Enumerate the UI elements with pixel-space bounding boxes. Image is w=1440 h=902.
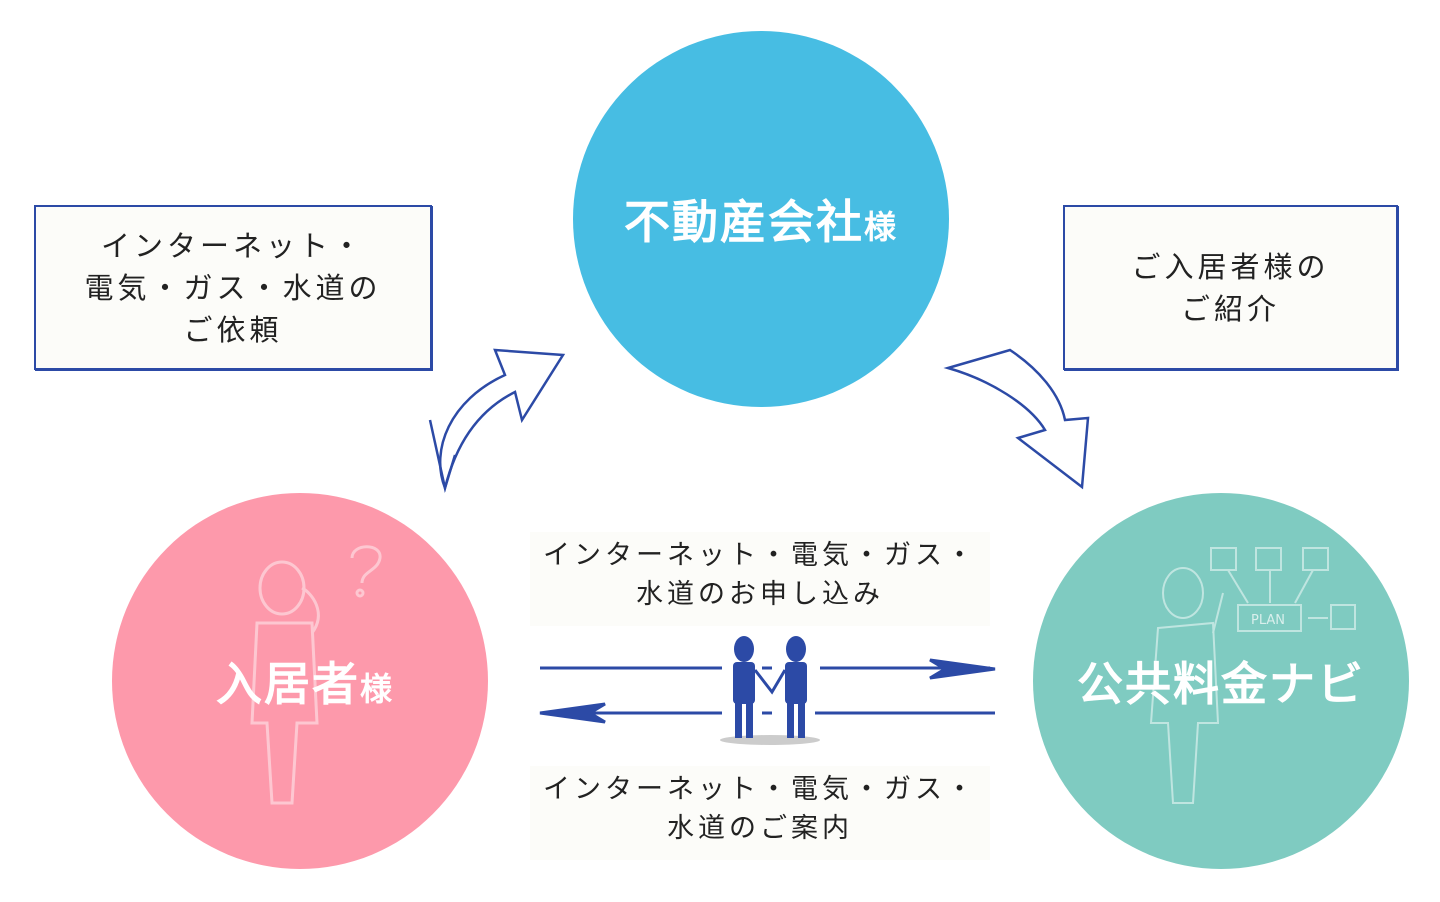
box-line: ご入居者様の [1131, 249, 1330, 284]
arrow-resident-to-realestate [428, 348, 566, 493]
utility-navi-node: PLAN 公共料金ナビ [1033, 493, 1409, 869]
label-line: インターネット・電気・ガス・ [543, 540, 977, 571]
node-title: 入居者 [215, 657, 360, 711]
box-line: ご紹介 [1180, 291, 1280, 326]
real-estate-node: 不動産会社様 [573, 31, 949, 407]
label-line: 水道のご案内 [667, 813, 853, 844]
flow-lines [539, 658, 996, 724]
plan-presenter-icon [1149, 547, 1356, 804]
request-box: インターネット・電気・ガス・水道のご依頼 [34, 205, 432, 370]
node-title: 公共料金ナビ [1077, 657, 1365, 711]
thinking-person-icon [250, 545, 382, 805]
application-flow-label: インターネット・電気・ガス・水道のお申し込み [530, 532, 990, 626]
box-line: 電気・ガス・水道の [84, 270, 382, 305]
arrow-left-head [539, 702, 606, 724]
resident-node: 入居者様 [112, 493, 488, 869]
label-line: インターネット・電気・ガス・ [543, 774, 977, 805]
guidance-flow-label: インターネット・電気・ガス・水道のご案内 [530, 766, 990, 860]
node-suffix: 様 [863, 208, 898, 246]
node-suffix: 様 [359, 670, 394, 708]
arrow-right-head [929, 658, 996, 680]
handshake-figures-icon [720, 636, 820, 745]
introduction-box: ご入居者様のご紹介 [1063, 205, 1398, 370]
plan-label: PLAN [1251, 613, 1285, 628]
node-title: 不動産会社 [623, 195, 864, 249]
label-line: 水道のお申し込み [636, 579, 884, 610]
box-line: ご依頼 [183, 312, 283, 347]
box-line: インターネット・ [100, 228, 365, 263]
arrow-realestate-to-navi [943, 348, 1090, 490]
